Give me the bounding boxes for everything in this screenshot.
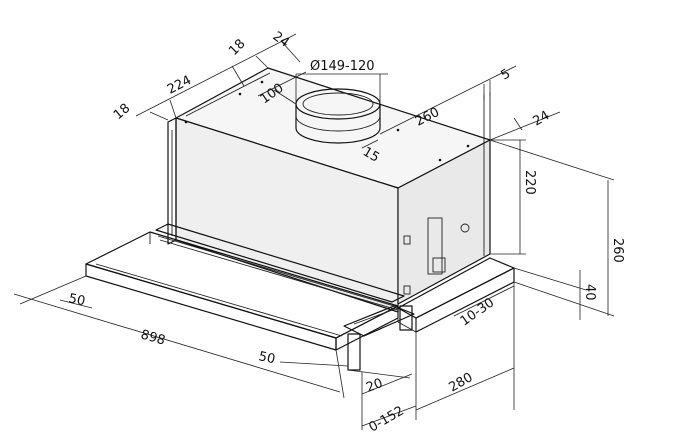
dim-50-left: 50 xyxy=(67,291,86,309)
drawer-side xyxy=(335,305,399,351)
dim-24-right: 24 xyxy=(531,108,553,129)
side-screw xyxy=(460,223,470,233)
dim-24-top: 24 xyxy=(270,29,292,51)
dim-50-front: 50 xyxy=(257,349,276,367)
dimension-lines xyxy=(13,33,615,430)
dim-0-152: 0-152 xyxy=(367,404,407,436)
dim-40: 40 xyxy=(582,284,597,301)
duct-body xyxy=(295,103,381,144)
dim-18-left: 18 xyxy=(111,101,133,123)
dim-220: 220 xyxy=(522,170,537,195)
dim-260-height: 260 xyxy=(610,238,625,263)
dim-898: 898 xyxy=(139,327,167,348)
drawer-rail xyxy=(155,223,405,303)
side-panel-slot xyxy=(427,217,443,275)
side-connector xyxy=(432,257,446,273)
dim-duct-diameter: Ø149-120 xyxy=(310,59,375,74)
dim-20: 20 xyxy=(364,376,385,396)
hood-body xyxy=(167,67,491,313)
front-bracket xyxy=(347,333,361,371)
drawer xyxy=(85,223,415,371)
dim-15: 15 xyxy=(360,144,382,165)
side-bracket xyxy=(399,305,413,331)
dim-280: 280 xyxy=(447,370,476,395)
dim-18-top: 18 xyxy=(226,37,248,59)
